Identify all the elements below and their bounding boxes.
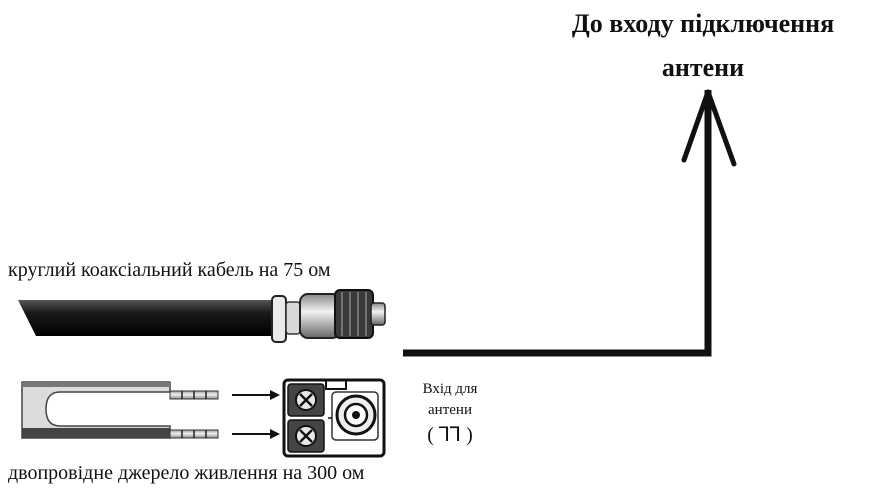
- diagram-title-line1: До входу підключення: [571, 9, 835, 38]
- coaxial-cable: [18, 289, 386, 343]
- twin-lead-feeder: [21, 381, 219, 439]
- antenna-input-label-line2: антени: [428, 402, 472, 418]
- antenna-input-block: [282, 378, 386, 458]
- terminal-arrows: [232, 390, 280, 439]
- connection-arrow: [403, 89, 737, 357]
- antenna-input-label-line1: Вхід для: [422, 381, 478, 397]
- antenna-input-symbol: ( ꓶ⅂ ): [427, 424, 473, 446]
- coax-cable-label: круглий коаксіальний кабель на 75 ом: [8, 259, 331, 281]
- twin-lead-label: двопровідне джерело живлення на 300 ом: [8, 462, 365, 484]
- diagram-title-line2: антени: [661, 53, 745, 82]
